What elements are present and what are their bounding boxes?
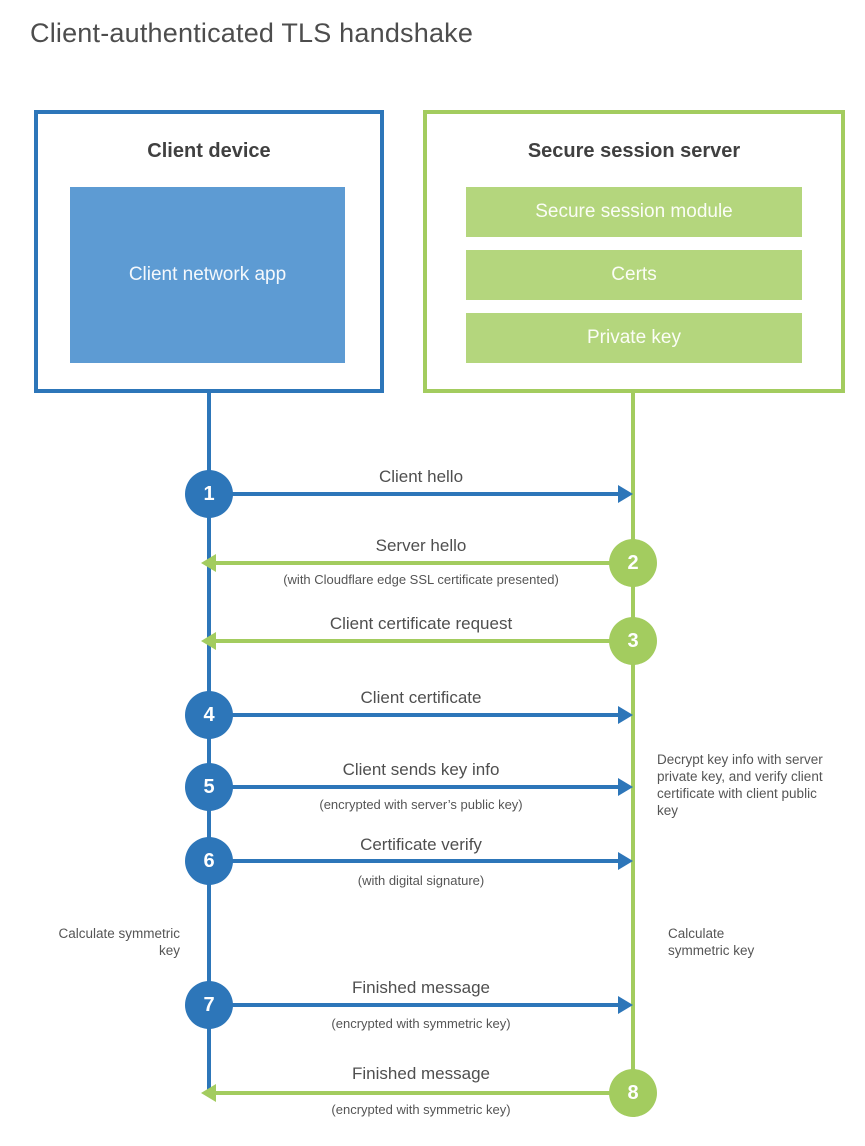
arrow-right-icon [618,485,633,503]
arrow-line [209,1003,618,1007]
step-2-badge: 2 [609,539,657,587]
client-device-title: Client device [147,140,271,162]
module-label: Certs [611,264,657,285]
step-number: 3 [627,629,639,652]
step-3-label: Client certificate request [329,614,513,633]
step-1-badge: 1 [185,470,233,518]
step-1-label: Client hello [378,467,464,486]
step-number: 5 [203,775,215,798]
step-7-label: Finished message [352,978,490,997]
step-8-label: Finished message [352,1064,490,1083]
step-6-sublabel: (with digital signature) [357,873,485,888]
step-4-badge: 4 [185,691,233,739]
step-5-badge: 5 [185,763,233,811]
step-2-label: Server hello [375,536,467,555]
arrow-line [209,859,618,863]
step-7-sublabel: (encrypted with symmetric key) [331,1016,511,1031]
step-number: 6 [203,849,215,872]
step-8-sublabel: (encrypted with symmetric key) [331,1102,511,1117]
secure-session-server-box: Secure session server Secure session mod… [423,110,845,393]
arrow-right-icon [618,996,633,1014]
step-4-label: Client certificate [360,688,482,707]
arrow-line [209,785,618,789]
step-6-badge: 6 [185,837,233,885]
step-5-label: Client sends key info [342,760,500,779]
module-bar-secure-session-module: Secure session module [466,187,802,237]
step-number: 1 [203,482,215,505]
client-network-app-node: Client network app [70,187,345,363]
step-2-sublabel: (with Cloudflare edge SSL certificate pr… [283,572,559,587]
step-7-badge: 7 [185,981,233,1029]
arrow-right-icon [618,706,633,724]
step-number: 2 [627,551,639,574]
arrow-line [216,561,633,565]
arrow-line [209,492,618,496]
arrow-left-icon [201,554,216,572]
module-bar-private-key: Private key [466,313,802,363]
arrow-right-icon [618,778,633,796]
server-calculate-symmetric-key-note: Calculate symmetric key [668,926,755,959]
module-bar-certs: Certs [466,250,802,300]
client-device-box: Client device Client network app [34,110,384,393]
step-number: 8 [627,1081,639,1104]
server-decrypt-note: Decrypt key info with server private key… [657,752,823,819]
server-lifeline [631,391,635,1093]
client-network-app-label: Client network app [128,264,287,286]
step-6-label: Certificate verify [360,835,482,854]
step-8-badge: 8 [609,1069,657,1117]
arrow-right-icon [618,852,633,870]
module-label: Private key [587,327,681,348]
page-title: Client-authenticated TLS handshake [30,18,474,48]
arrow-line [209,713,618,717]
client-calculate-symmetric-key-note: Calculate symmetric key [58,926,180,959]
arrow-left-icon [201,1084,216,1102]
step-3-badge: 3 [609,617,657,665]
module-label: Secure session module [535,201,733,222]
secure-session-server-title: Secure session server [527,140,741,162]
arrow-line [216,1091,633,1095]
client-lifeline [207,391,211,1090]
arrow-line [216,639,633,643]
step-number: 7 [203,993,215,1016]
step-5-sublabel: (encrypted with server’s public key) [319,797,523,812]
step-number: 4 [203,703,215,726]
arrow-left-icon [201,632,216,650]
